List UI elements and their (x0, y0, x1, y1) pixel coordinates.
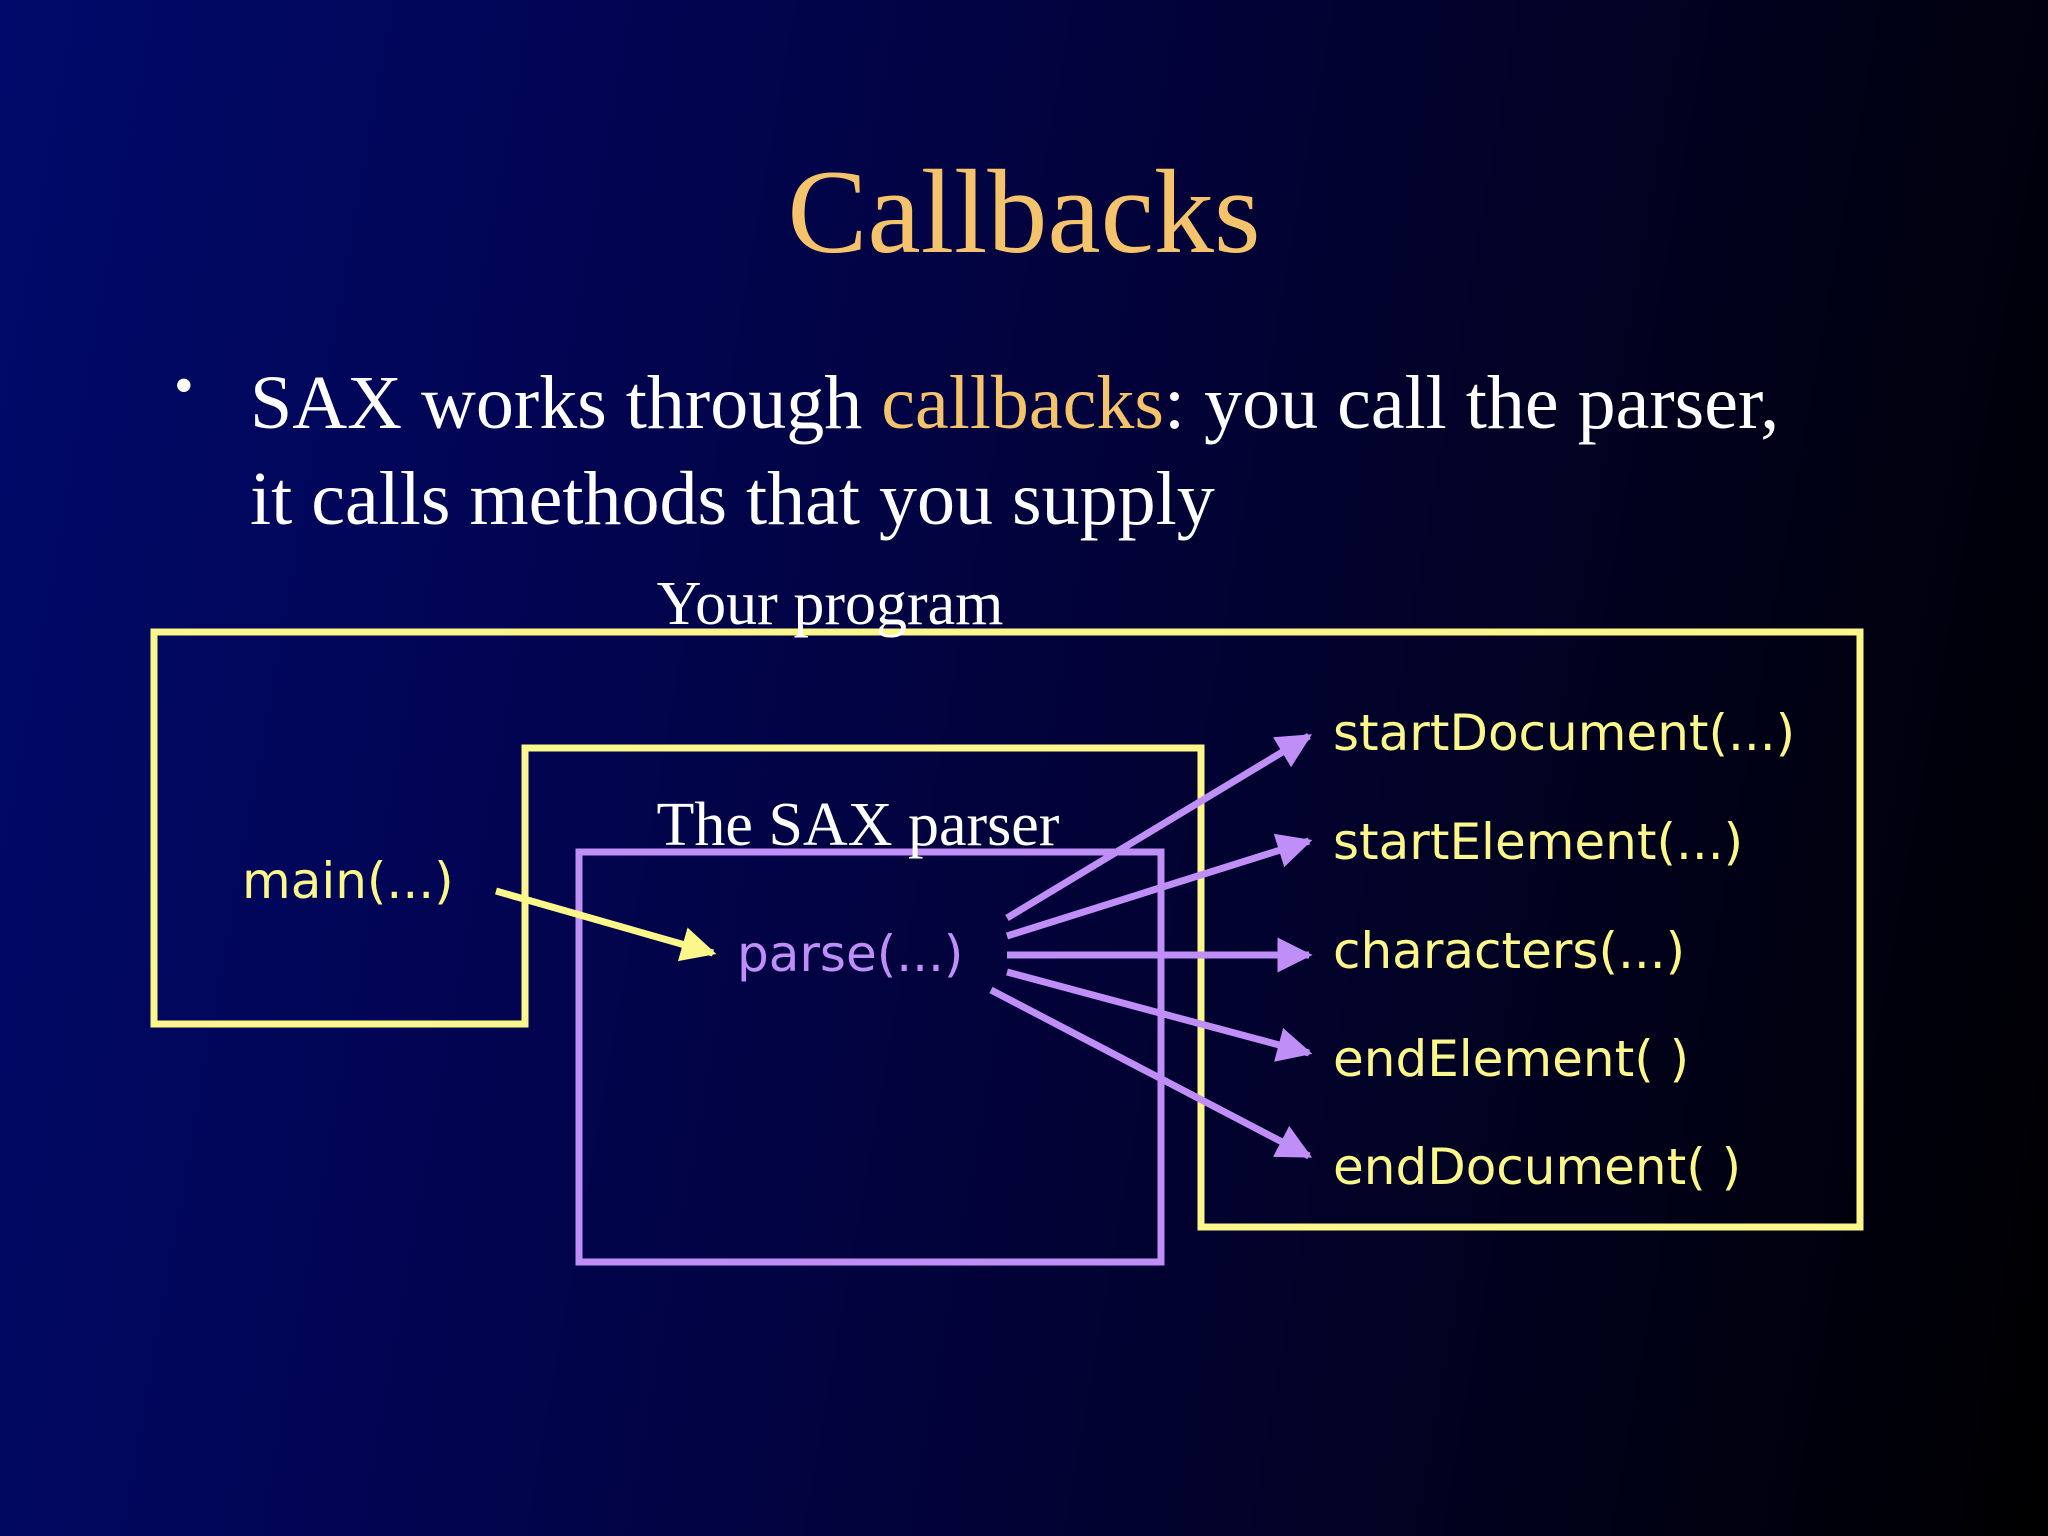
sax-parser-box (575, 848, 1165, 1266)
bullet-line-1-start: SAX works through (250, 361, 881, 445)
callbacks-highlight: callbacks (881, 361, 1164, 445)
callback-end-element: endElement( ) (1333, 1030, 1689, 1088)
bullet-line-1: SAX works through callbacks: you call th… (250, 361, 1779, 445)
arrow-to-start-element (1005, 833, 1313, 940)
main-call: main(...) (242, 852, 454, 910)
your-program-box (150, 628, 1864, 1231)
bullet-marker: • (174, 355, 194, 417)
arrow-to-start-document (1005, 733, 1312, 921)
callback-start-element: startElement(...) (1333, 813, 1743, 871)
callback-end-document: endDocument( ) (1333, 1138, 1741, 1196)
arrow-to-end-element (1006, 968, 1313, 1062)
callback-characters: characters(...) (1333, 922, 1685, 980)
sax-parser-label: The SAX parser (657, 791, 1060, 859)
bullet-line-2: it calls methods that you supply (250, 457, 1215, 541)
slide-title: Callbacks (787, 145, 1260, 278)
arrow-to-end-document (989, 986, 1313, 1160)
parse-call: parse(...) (737, 925, 963, 983)
callback-start-document: startDocument(...) (1333, 704, 1795, 762)
bullet-line-1-end: : you call the parser, (1164, 361, 1779, 445)
your-program-label: Your program (657, 570, 1004, 638)
main-to-parse-arrow (495, 887, 717, 962)
